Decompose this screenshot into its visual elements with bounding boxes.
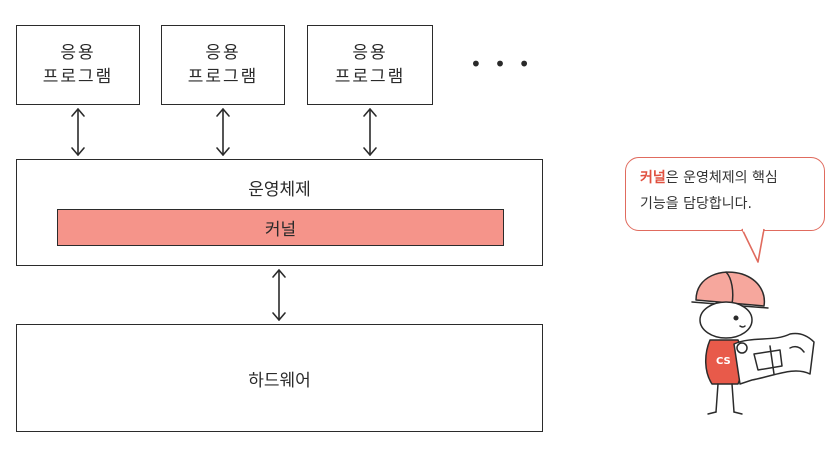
app-label-line2: 프로그램: [187, 67, 259, 87]
app-label-line1: 응용: [60, 43, 96, 63]
hardware-box: 하드웨어: [16, 324, 543, 432]
app-label-line1: 응용: [205, 43, 241, 63]
bidirectional-arrow-os-hardware: [272, 269, 286, 321]
bubble-line1-rest: 은 운영체제의 핵심: [665, 170, 778, 186]
application-program-box-3: 응용 프로그램: [307, 25, 433, 105]
bidirectional-arrow-app3-os: [363, 108, 377, 156]
app-label-line2: 프로그램: [42, 67, 114, 87]
application-program-box-1: 응용 프로그램: [16, 25, 140, 105]
bidirectional-arrow-app2-os: [216, 108, 230, 156]
app-label-line1: 응용: [352, 43, 388, 63]
os-label: 운영체제: [248, 180, 311, 200]
kernel-box: 커널: [57, 209, 504, 246]
ellipsis: • • •: [470, 52, 534, 76]
bubble-highlight: 커널: [640, 170, 666, 186]
operating-system-box: 운영체제 커널: [16, 159, 543, 266]
hardware-label: 하드웨어: [248, 370, 311, 391]
application-program-box-2: 응용 프로그램: [161, 25, 285, 105]
bubble-line-1: 커널은 운영체제의 핵심: [640, 165, 824, 191]
kernel-label: 커널: [264, 220, 297, 240]
app-label-line2: 프로그램: [334, 67, 406, 87]
blueprint-icon: [733, 332, 815, 385]
helmet-icon: [695, 271, 766, 307]
engineer-character-illustration: CS: [691, 271, 815, 415]
shirt-logo: CS: [716, 356, 731, 367]
bidirectional-arrow-app1-os: [71, 108, 85, 156]
bubble-line-2: 기능을 담당합니다.: [640, 196, 752, 212]
face-icon: [699, 301, 753, 339]
speech-bubble: 커널은 운영체제의 핵심 기능을 담당합니다.: [625, 157, 825, 231]
